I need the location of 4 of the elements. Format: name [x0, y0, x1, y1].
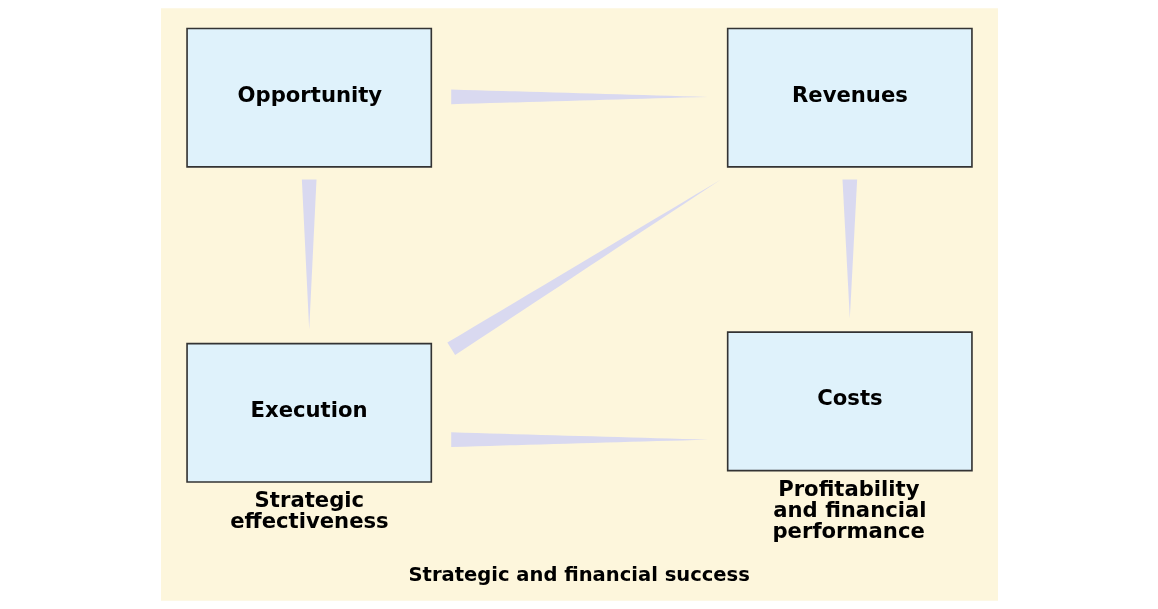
connector	[446, 179, 721, 355]
node-label: Strategic effectiveness	[229, 487, 389, 534]
node-label: Profitability and financial performance	[771, 475, 927, 544]
caption: Strategic and financial success	[408, 562, 750, 586]
